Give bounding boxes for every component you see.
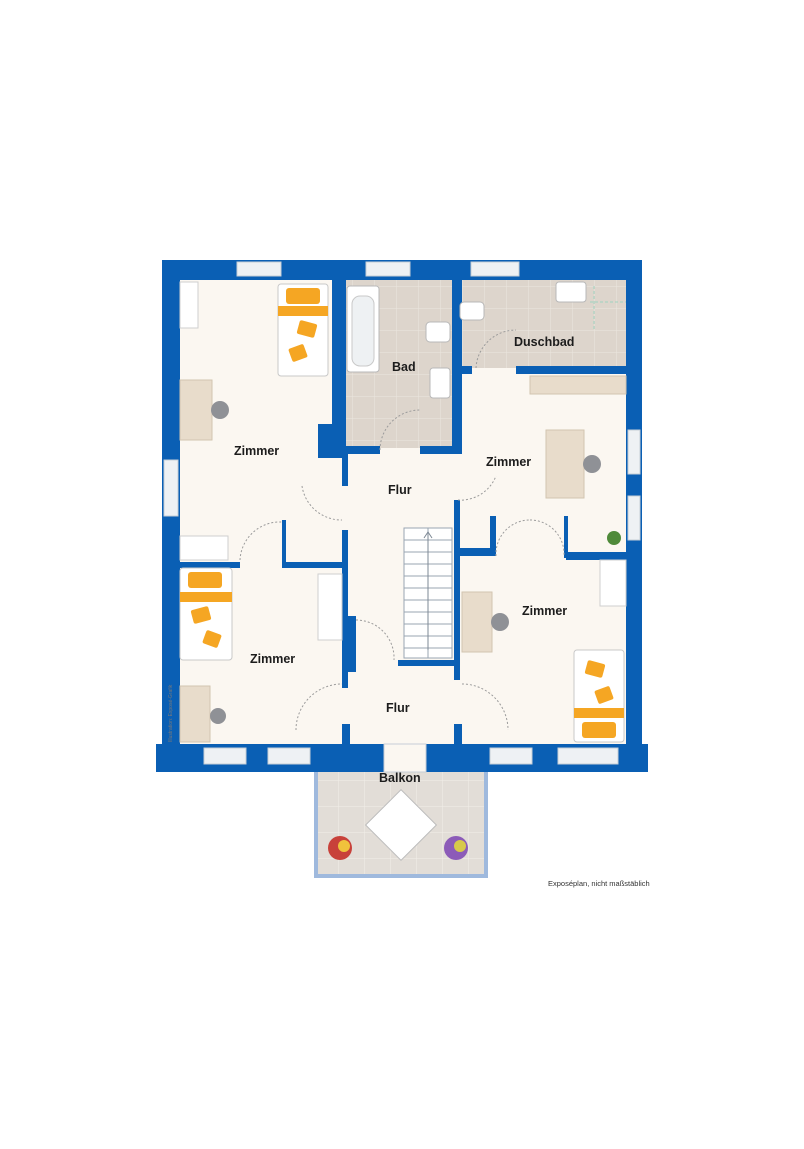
wall-stair-left	[342, 530, 348, 688]
staircase	[403, 527, 453, 659]
balkon-door	[383, 743, 427, 773]
window-bottom-1	[203, 747, 247, 765]
door-lower-right	[461, 683, 509, 731]
cabinet-sw	[179, 535, 229, 561]
doors	[239, 329, 565, 731]
chair-ne	[583, 455, 601, 473]
wall-bad-bottom-2	[420, 446, 462, 454]
door-se-b	[529, 519, 565, 557]
label-zimmer-ne: Zimmer	[486, 455, 531, 469]
label-flur-upper: Flur	[388, 483, 412, 497]
sink-dusch	[555, 281, 587, 303]
interior-walls	[172, 260, 628, 746]
wall-flur-lower-right	[454, 724, 462, 746]
wall-flur-lower-left	[342, 724, 350, 746]
window-top-3	[470, 261, 520, 277]
illustration-credit: Illustration: Exposé-Grafik	[168, 684, 174, 742]
bathroom-fixtures	[346, 281, 626, 399]
desk-se	[461, 591, 493, 653]
bed-se	[573, 649, 625, 743]
wall-flur-left	[342, 454, 348, 486]
window-top-2	[365, 261, 411, 277]
room-labels: Zimmer Bad Duschbad Flur Zimmer Zimmer Z…	[234, 335, 574, 785]
wall-ne-lower-v	[564, 516, 568, 558]
wall-dusch-bottom-2	[516, 366, 628, 374]
window-top-1	[236, 261, 282, 277]
wall-stair-notch-v	[490, 516, 496, 552]
window-bottom-2	[267, 747, 311, 765]
desk-ne	[545, 429, 585, 499]
stair-arrow	[423, 531, 433, 650]
window-bottom-3	[489, 747, 533, 765]
wall-bad-left	[332, 260, 346, 450]
furniture	[179, 281, 627, 743]
label-zimmer-nw: Zimmer	[234, 444, 279, 458]
plan-caption: Exposéplan, nicht maßstäblich	[548, 879, 650, 888]
sink-bad	[429, 367, 451, 399]
wall-bad-bottom	[332, 446, 380, 454]
wall-dusch-bottom	[456, 366, 472, 374]
balcony-table	[364, 788, 438, 862]
floor-duschbad	[462, 280, 626, 368]
plant-ne	[607, 531, 621, 545]
window-bottom-4	[557, 747, 619, 765]
wall-nw-lower-b	[282, 562, 348, 568]
label-balkon: Balkon	[379, 771, 421, 785]
windows	[163, 261, 641, 773]
window-right-1	[627, 429, 641, 475]
wall-stair-bottom	[398, 660, 458, 666]
label-duschbad: Duschbad	[514, 335, 574, 349]
door-se-a	[495, 519, 531, 557]
wall-stair-right	[454, 500, 460, 680]
floor-areas	[172, 272, 634, 876]
window-left-1	[163, 459, 179, 517]
label-zimmer-se: Zimmer	[522, 604, 567, 618]
chair-nw	[211, 401, 229, 419]
door-ne	[457, 475, 497, 501]
desk-nw	[179, 379, 213, 441]
bed-sw	[179, 567, 233, 661]
chair-sw	[210, 708, 226, 724]
wall-nw-lower-v	[282, 520, 286, 564]
wall-bad-right	[452, 260, 462, 450]
cabinet-nw	[179, 281, 199, 329]
wall-nw-lower-a	[172, 562, 240, 568]
bed-nw	[277, 283, 329, 377]
toilet-bad	[425, 321, 451, 343]
cabinet-flur	[317, 573, 343, 641]
door-nw	[301, 485, 343, 521]
wall-stair-notch	[454, 548, 496, 556]
wall-stair-left-2	[348, 616, 356, 672]
desk-sw	[179, 685, 211, 743]
label-bad: Bad	[392, 360, 416, 374]
cabinet-se	[599, 559, 627, 607]
beds	[179, 283, 625, 743]
window-right-2	[627, 495, 641, 541]
wall-ne-lower	[566, 552, 628, 560]
door-lower-left	[295, 683, 343, 731]
shower-glass	[590, 286, 626, 330]
balcony-furniture	[328, 788, 468, 862]
shelf-ne	[529, 375, 627, 395]
chair-se	[491, 613, 509, 631]
label-flur-lower: Flur	[386, 701, 410, 715]
toilet-dusch	[459, 301, 485, 321]
label-zimmer-sw: Zimmer	[250, 652, 295, 666]
